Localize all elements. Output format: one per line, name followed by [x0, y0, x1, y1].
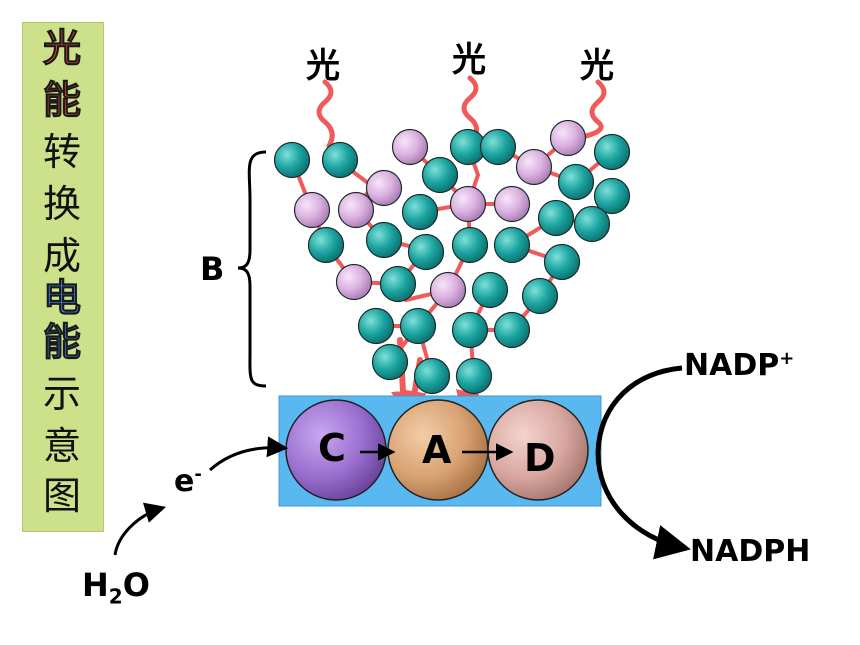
teal-pigment [543, 243, 581, 281]
pink-pigment [515, 148, 553, 186]
d-label: D [524, 436, 556, 480]
pink-pigment [337, 191, 375, 229]
side-title-char: 图 [42, 474, 81, 518]
side-title-char: 能 [42, 78, 81, 122]
pink-pigment [549, 119, 587, 157]
teal-pigment [379, 265, 417, 303]
pink-pigment [429, 271, 467, 309]
teal-pigment [273, 141, 311, 179]
light-label: 光 [452, 40, 486, 80]
pink-pigment [365, 169, 403, 207]
light-label: 光 [306, 46, 340, 86]
light-rays [316, 75, 607, 149]
c-label: C [318, 426, 346, 470]
teal-pigment [537, 199, 575, 237]
teal-pigment [557, 163, 595, 201]
teal-pigment [493, 311, 531, 349]
teal-pigment [421, 156, 459, 194]
side-title-char: 示 [42, 372, 81, 416]
teal-pigment [493, 226, 531, 264]
nadph-label: NADPH [690, 534, 811, 569]
antenna-pigments [273, 119, 631, 395]
d-sphere [487, 399, 589, 501]
side-title-char: 电 [42, 276, 81, 320]
teal-pigment [401, 193, 439, 231]
side-title-char: 光 [42, 26, 81, 70]
water-label: H2O [82, 566, 150, 609]
pink-pigment [493, 185, 531, 223]
electron-label: e- [174, 464, 202, 499]
teal-pigment [407, 233, 445, 271]
teal-pigment [479, 128, 517, 166]
nadp-plus-label: NADP+ [684, 348, 795, 383]
side-title-char: 成 [42, 234, 81, 278]
nadp-reduction-arrow [595, 365, 691, 560]
light-ray [583, 79, 607, 139]
teal-pigment [593, 177, 631, 215]
teal-pigment [321, 141, 359, 179]
side-title-banner [22, 22, 104, 532]
antenna-bracket [237, 150, 267, 388]
light-ray [316, 79, 335, 149]
light-label: 光 [580, 46, 614, 86]
side-title-char: 换 [42, 182, 81, 226]
side-title-char: 能 [42, 320, 81, 364]
side-title-char: 意 [42, 424, 81, 468]
electron-to-c-arrow [208, 436, 289, 472]
teal-pigment [471, 271, 509, 309]
teal-pigment [455, 357, 493, 395]
pink-pigment [449, 185, 487, 223]
teal-pigment [365, 221, 403, 259]
side-title-char: 转 [42, 130, 81, 174]
pink-pigment [391, 128, 429, 166]
teal-pigment [307, 226, 345, 264]
teal-pigment [451, 311, 489, 349]
teal-pigment [371, 343, 409, 381]
water-to-electron-arrow [113, 502, 167, 556]
teal-pigment [399, 307, 437, 345]
pink-pigment [293, 191, 331, 229]
teal-pigment [357, 307, 395, 345]
antenna-label: B [200, 250, 225, 288]
teal-pigment [521, 277, 559, 315]
light-ray [461, 75, 479, 143]
teal-pigment [451, 226, 489, 264]
pink-pigment [335, 263, 373, 301]
teal-pigment [593, 133, 631, 171]
teal-pigment [413, 357, 451, 395]
teal-pigment [573, 205, 611, 243]
a-label: A [422, 428, 452, 472]
